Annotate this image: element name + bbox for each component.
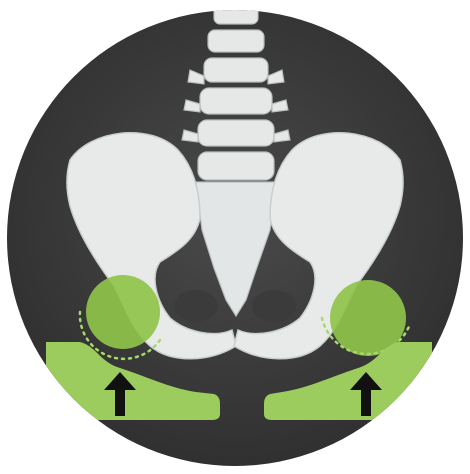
left-obturator-foramen	[174, 290, 218, 322]
left-sit-bone-highlight	[86, 275, 160, 349]
right-obturator-foramen	[252, 290, 296, 322]
